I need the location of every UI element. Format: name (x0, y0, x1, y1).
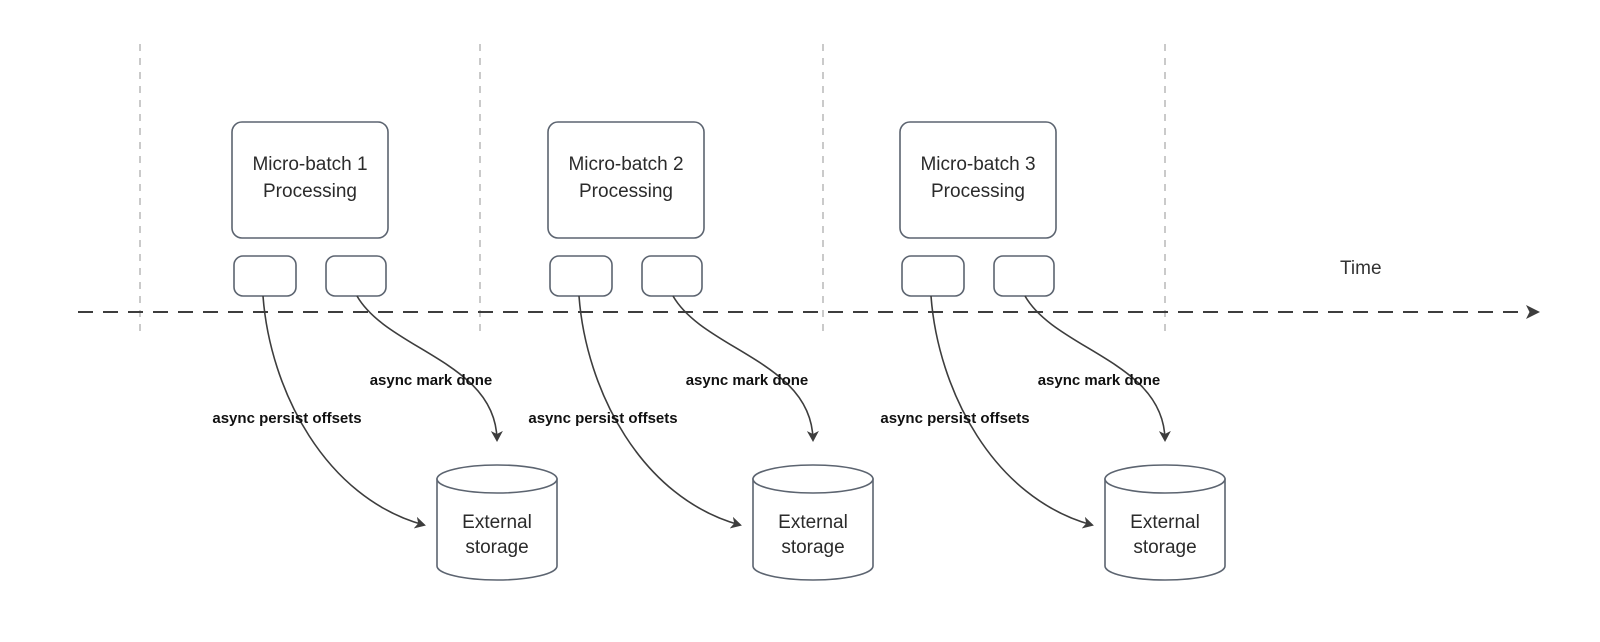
external-storage-cylinder-body (436, 478, 558, 581)
persist-offsets-arrow (930, 295, 1094, 529)
persist-offsets-arrow (578, 295, 742, 529)
microbatch-group-3: Micro-batch 3 Processing async persist o… (880, 121, 1226, 581)
persist-offsets-label: async persist offsets (528, 410, 677, 427)
microbatch-title-line2: Processing (263, 181, 357, 202)
storage-label-line1: External (1130, 512, 1200, 533)
external-storage-cylinder-top (1104, 464, 1226, 494)
persist-offsets-task-box (549, 255, 613, 297)
external-storage-cylinder-top (436, 464, 558, 494)
mark-done-label: async mark done (370, 372, 493, 389)
microbatch-title-line1: Micro-batch 2 (568, 154, 683, 175)
time-axis-label: Time (1340, 258, 1382, 279)
external-storage-cylinder-top (752, 464, 874, 494)
mark-done-task-box (641, 255, 703, 297)
microbatch-group-2: Micro-batch 2 Processing async persist o… (528, 121, 874, 581)
persist-offsets-arrow (262, 295, 426, 529)
microbatch-title-line2: Processing (579, 181, 673, 202)
microbatch-processing-box (899, 121, 1057, 239)
mark-done-arrow (356, 295, 503, 442)
persist-offsets-label: async persist offsets (880, 410, 1029, 427)
mark-done-arrow (672, 295, 819, 442)
microbatch-group-1: Micro-batch 1 Processing async persist o… (212, 121, 558, 581)
microbatch-title-line1: Micro-batch 1 (252, 154, 367, 175)
mark-done-arrow (1024, 295, 1171, 442)
microbatch-title-line1: Micro-batch 3 (920, 154, 1035, 175)
external-storage-cylinder-body (752, 478, 874, 581)
storage-label-line1: External (778, 512, 848, 533)
persist-offsets-task-box (901, 255, 965, 297)
mark-done-task-box (325, 255, 387, 297)
persist-offsets-label: async persist offsets (212, 410, 361, 427)
mark-done-label: async mark done (1038, 372, 1161, 389)
storage-label-line2: storage (465, 537, 528, 558)
storage-label-line2: storage (1133, 537, 1196, 558)
external-storage-cylinder-body (1104, 478, 1226, 581)
mark-done-label: async mark done (686, 372, 809, 389)
microbatch-title-line2: Processing (931, 181, 1025, 202)
storage-label-line1: External (462, 512, 532, 533)
microbatch-processing-box (547, 121, 705, 239)
storage-label-line2: storage (781, 537, 844, 558)
microbatch-processing-box (231, 121, 389, 239)
persist-offsets-task-box (233, 255, 297, 297)
mark-done-task-box (993, 255, 1055, 297)
